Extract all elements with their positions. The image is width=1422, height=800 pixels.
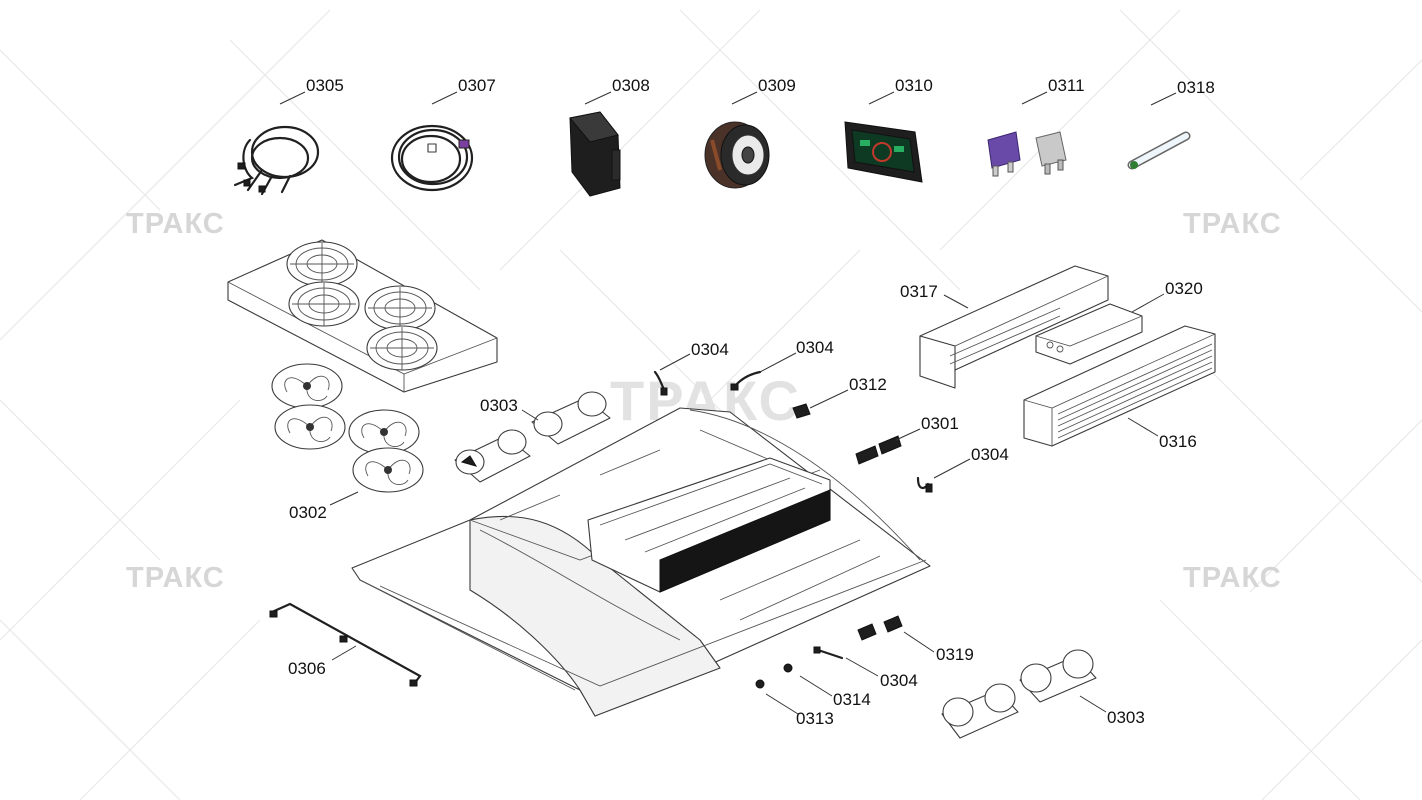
control-module-0308 <box>569 111 621 197</box>
callout-0304-d: 0304 <box>880 671 918 690</box>
callout-0313: 0313 <box>796 709 834 728</box>
part-0314 <box>783 663 793 673</box>
fuses-0311 <box>987 131 1067 177</box>
condenser-fans-0302 <box>271 363 424 493</box>
callout-0304-b: 0304 <box>796 338 834 357</box>
callout-0303-upper: 0303 <box>480 396 518 415</box>
fan <box>352 447 424 493</box>
fan-guard <box>366 325 438 371</box>
sensor-0304-b <box>730 370 762 391</box>
callouts: 0305 0307 0308 0309 0310 0311 0318 0317 … <box>288 76 1215 728</box>
callout-0308: 0308 <box>612 76 650 95</box>
fan-guard <box>288 281 360 327</box>
callout-0306: 0306 <box>288 659 326 678</box>
callout-0311: 0311 <box>1048 76 1085 95</box>
sensor-0304-a <box>653 370 668 396</box>
watermark-bottom-left: ТРАКС <box>126 562 225 594</box>
evaporator-unit-0320 <box>1035 303 1143 365</box>
tube-0318 <box>1127 131 1191 170</box>
callout-0301: 0301 <box>921 414 959 433</box>
fan-guard <box>286 241 358 287</box>
callout-0314: 0314 <box>833 690 871 709</box>
callout-0303-lower: 0303 <box>1107 708 1145 727</box>
fan <box>348 409 420 455</box>
relays-0319 <box>857 615 903 641</box>
wiring-harness-0307 <box>390 124 474 192</box>
evaporator-unit-0317 <box>919 265 1109 389</box>
fan-guard <box>364 285 436 331</box>
callout-0309: 0309 <box>758 76 796 95</box>
fan <box>274 404 346 450</box>
callout-0310: 0310 <box>895 76 933 95</box>
callout-0320: 0320 <box>1165 279 1203 298</box>
condenser-cover <box>227 239 498 393</box>
fan <box>271 363 343 409</box>
part-0313 <box>755 679 765 689</box>
leader-lines <box>279 91 1177 715</box>
blowers-0303-lower <box>941 649 1097 739</box>
blowers-0303-upper <box>454 391 611 483</box>
callout-0318: 0318 <box>1177 78 1215 97</box>
pipe-0306 <box>269 602 422 687</box>
compressor-clutch-0309 <box>704 121 770 189</box>
callout-0316: 0316 <box>1159 432 1197 451</box>
callout-0304-a: 0304 <box>691 340 729 359</box>
callout-0304-c: 0304 <box>971 445 1009 464</box>
callout-0302: 0302 <box>289 503 327 522</box>
switch-0312 <box>792 403 811 419</box>
callout-0307: 0307 <box>458 76 496 95</box>
callout-0317: 0317 <box>900 282 938 301</box>
watermark-bottom-right: ТРАКС <box>1183 562 1282 594</box>
heater-unit-0316 <box>1023 325 1216 447</box>
relays-0301 <box>855 435 902 465</box>
sensor-0304-c <box>916 476 933 493</box>
callout-0312: 0312 <box>849 375 887 394</box>
callout-0305: 0305 <box>306 76 344 95</box>
control-panel-0310 <box>844 121 923 183</box>
wiring-harness-0305 <box>233 125 320 196</box>
watermark-top-left: ТРАКС <box>126 208 225 240</box>
main-base-frame <box>351 407 931 717</box>
callout-0319: 0319 <box>936 645 974 664</box>
watermark-top-right: ТРАКС <box>1183 208 1282 240</box>
sensor-0304-d <box>813 646 844 660</box>
